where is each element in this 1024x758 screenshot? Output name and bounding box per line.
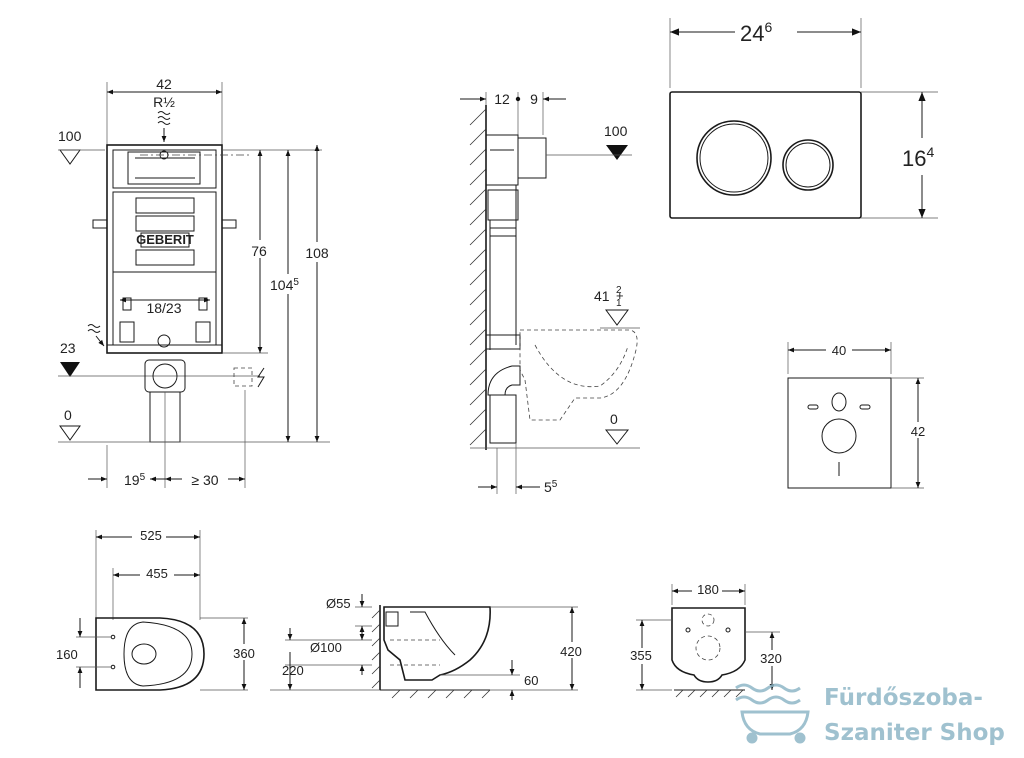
height-220-label: 220: [282, 663, 304, 678]
bowl-side-view: Ø55 Ø100 220 420 60: [270, 594, 586, 700]
offset-30-label: ≥ 30: [191, 472, 218, 488]
flush-plate: [669, 91, 862, 219]
watermark-line2: Szaniter Shop: [824, 720, 1005, 746]
height-76-label: 76: [251, 243, 267, 259]
height-104-label: 1045: [270, 277, 299, 293]
level-23-label: 23: [60, 340, 76, 356]
tolerance-lower: 1: [616, 298, 622, 309]
bowl-width-360-label: 360: [233, 646, 255, 661]
frame-width-label: 42: [156, 76, 172, 92]
bowl-top-view: 525 455 360 160: [56, 528, 260, 691]
dim-5-label: 55: [544, 479, 558, 495]
bowl-outline: [95, 617, 205, 691]
electric-icon: [257, 367, 265, 388]
mat-height-label: 42: [911, 424, 925, 439]
level-marker-icon: [59, 149, 81, 165]
bowl-length-525-label: 525: [140, 528, 162, 543]
level-0-label: 0: [64, 407, 72, 423]
bowl-side-outline: [383, 606, 491, 681]
water-supply-side-icon: [87, 324, 101, 333]
plate-width-label: 246: [740, 19, 772, 46]
brand-label: GEBERIT: [136, 232, 194, 247]
bowl-back-view: 180 355 320: [626, 582, 788, 698]
sound-mat: [787, 377, 892, 489]
bowl-length-455-label: 455: [146, 566, 168, 581]
watermark: Fürdőszoba- Szaniter Shop: [735, 683, 1005, 746]
outlet-100-label: Ø100: [310, 640, 342, 655]
back-height-355-label: 355: [630, 648, 652, 663]
inner-width-label: 18/23: [146, 300, 181, 316]
height-420-label: 420: [560, 644, 582, 659]
frame-front-view: 42 R½ 100 GEBERIT: [58, 76, 334, 488]
dim-9-label: 9: [530, 91, 538, 107]
dim-12-label: 12: [494, 91, 510, 107]
mat-width-label: 40: [832, 343, 846, 358]
plate-height-label: 164: [902, 144, 934, 171]
water-supply-icon: [157, 111, 171, 125]
sound-mat-view: 40 42: [787, 342, 930, 489]
flush-button-small: [782, 139, 834, 191]
height-60-label: 60: [524, 673, 538, 688]
bowl-back-outline: [671, 607, 746, 683]
offset-19-label: 195: [124, 472, 146, 488]
thread-label: R½: [153, 94, 175, 110]
tolerance-sign: +: [616, 288, 624, 303]
flush-button-large: [696, 120, 772, 196]
side-level-0-label: 0: [610, 411, 618, 427]
back-width-180-label: 180: [697, 582, 719, 597]
bathtub-logo-icon: [735, 683, 810, 744]
level-100-label: 100: [58, 128, 82, 144]
tolerance-upper: 2: [616, 285, 622, 296]
frame-side-view: 12 9 100 41 + 2 1 0 55: [460, 91, 640, 495]
height-108-label: 108: [305, 245, 329, 261]
side-level-100-label: 100: [604, 123, 628, 139]
side-level-41-label: 41: [594, 288, 610, 304]
bowl-holes-160-label: 160: [56, 647, 78, 662]
flush-plate-view: 246 164: [669, 18, 938, 219]
watermark-line1: Fürdőszoba-: [824, 685, 983, 711]
outlet-55-label: Ø55: [326, 596, 351, 611]
back-height-320-label: 320: [760, 651, 782, 666]
